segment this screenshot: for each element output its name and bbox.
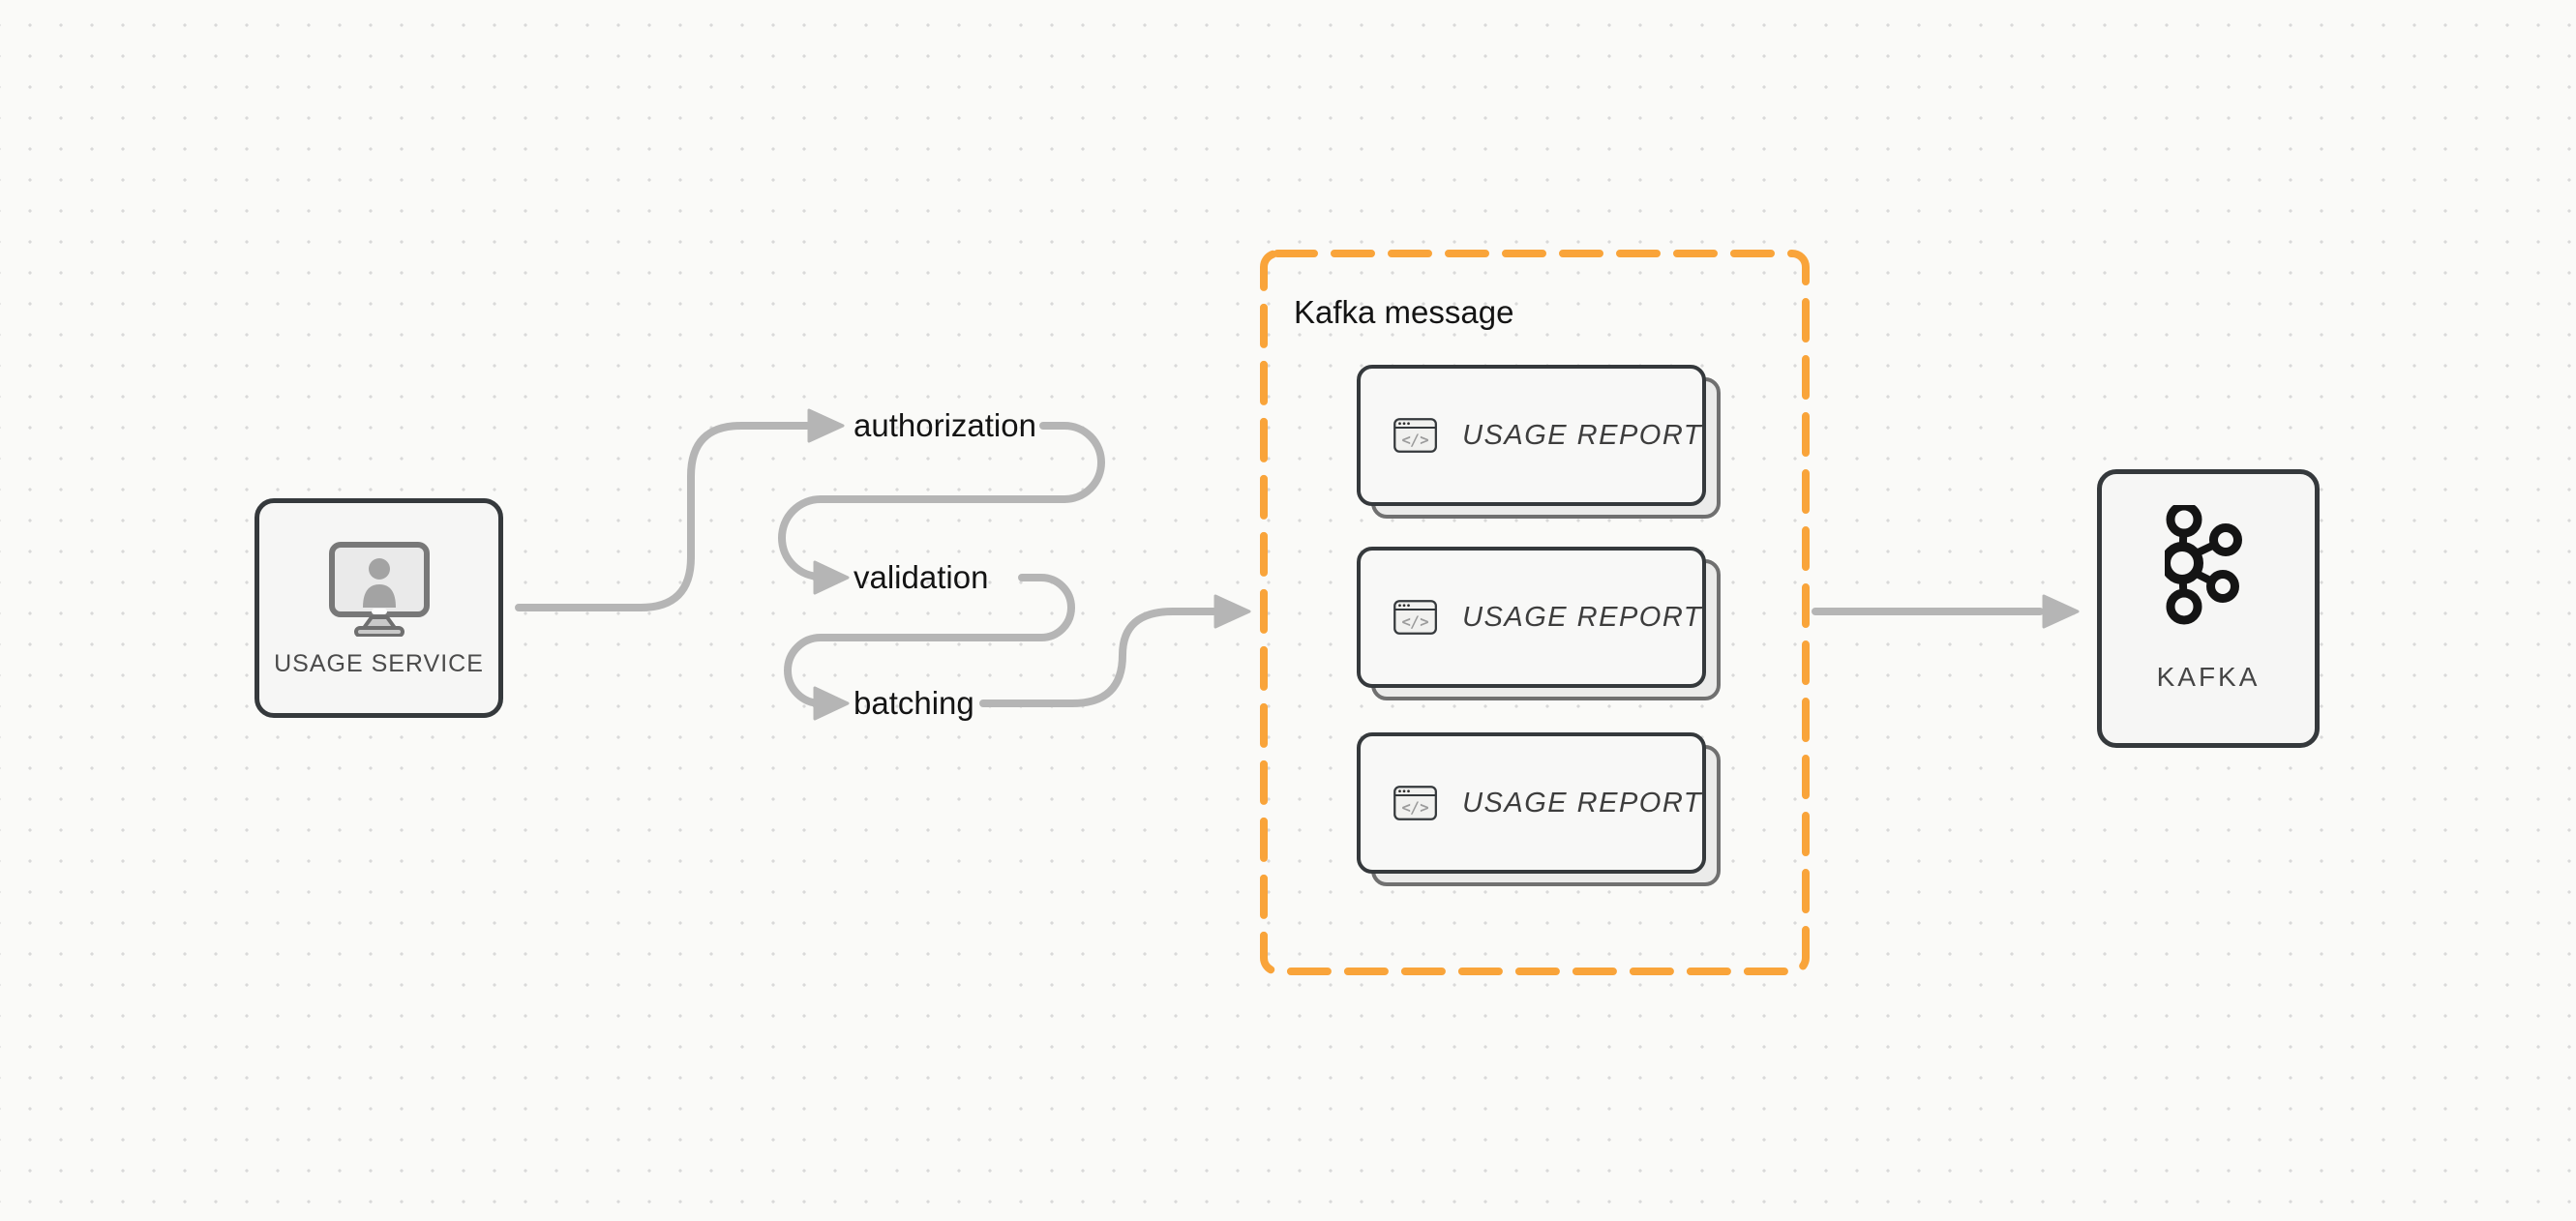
usage-service-node: USAGE SERVICE — [255, 498, 503, 718]
arrowhead-kafka-message — [1213, 594, 1251, 629]
code-glyph: </> — [1402, 799, 1429, 817]
flow-line-usage-to-authorization — [515, 422, 811, 611]
code-glyph: </> — [1402, 613, 1429, 631]
code-window-icon: </> — [1393, 418, 1437, 453]
code-glyph: </> — [1402, 432, 1429, 449]
usage-report-card: </> USAGE REPORT — [1357, 365, 1721, 519]
code-window-icon: </> — [1393, 786, 1437, 820]
step-label-batching: batching — [854, 685, 974, 721]
usage-report-card: </> USAGE REPORT — [1357, 732, 1721, 886]
flow-line-batching-to-kafka-message — [979, 608, 1217, 707]
kafka-message-group-title: Kafka message — [1294, 294, 1514, 330]
kafka-node: KAFKA — [2097, 469, 2320, 748]
flow-line-authorization-to-validation — [778, 422, 1105, 581]
kafka-label: KAFKA — [2156, 662, 2261, 692]
usage-report-label: USAGE REPORT — [1462, 787, 1702, 819]
usage-report-label: USAGE REPORT — [1462, 419, 1702, 451]
arrowhead-batching — [813, 686, 850, 721]
usage-report-card: </> USAGE REPORT — [1357, 547, 1721, 700]
arrowhead-validation — [813, 560, 850, 595]
usage-report-label: USAGE REPORT — [1462, 601, 1702, 633]
arrowhead-authorization — [807, 408, 845, 443]
monitor-user-icon — [328, 542, 430, 637]
step-label-authorization: authorization — [854, 407, 1036, 443]
step-label-validation: validation — [854, 559, 989, 595]
code-window-icon: </> — [1393, 600, 1437, 635]
kafka-logo-icon — [2165, 505, 2242, 625]
arrowhead-kafka — [2042, 594, 2080, 629]
usage-service-label: USAGE SERVICE — [274, 650, 484, 677]
